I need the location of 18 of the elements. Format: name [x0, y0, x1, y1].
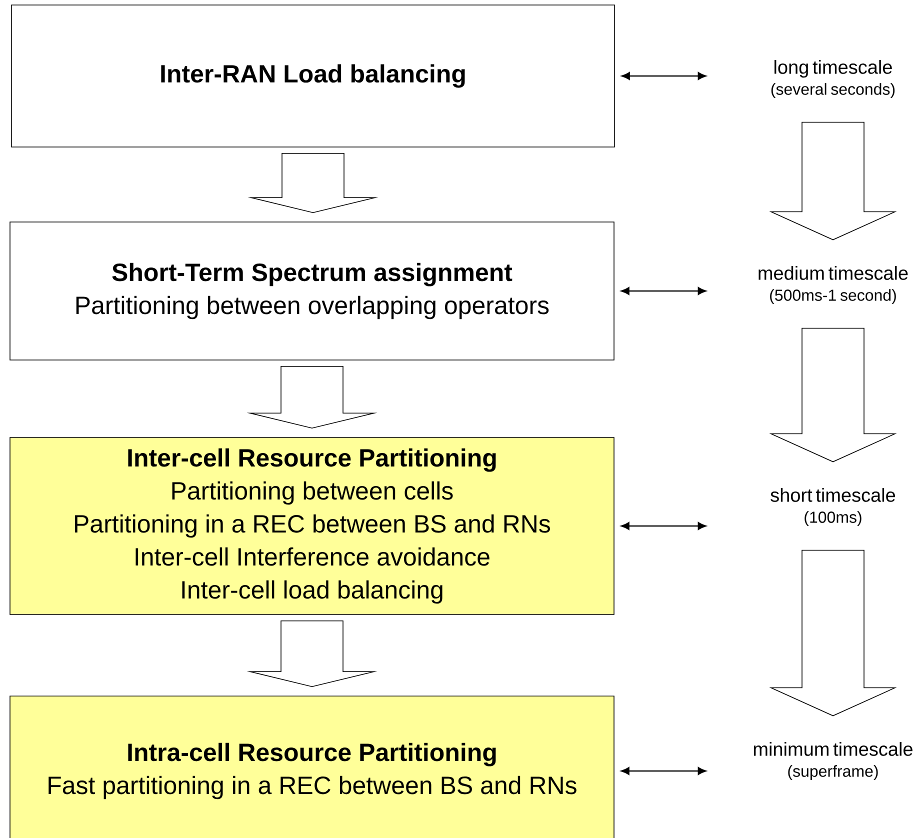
block-arrow	[246, 620, 378, 688]
block-arrow	[769, 122, 897, 240]
process-box: Inter-cell Resource Partitioning Partitioning between cells Partitioning in a REC between BS and RNs Inter-cell Interference avoidance Inter-cell load balancing	[10, 437, 614, 615]
double-arrow	[622, 72, 706, 80]
double-arrow	[621, 522, 706, 530]
block-arrow	[246, 366, 378, 428]
block-arrow	[248, 153, 378, 213]
timescale-label: long timescale (several seconds)	[771, 60, 895, 98]
process-box: Inter-RAN Load balancing	[11, 4, 615, 148]
block-arrow	[769, 328, 897, 462]
process-box: Intra-cell Resource Partitioning Fast partitioning in a REC between BS and RNs	[10, 696, 614, 838]
block-arrow	[769, 550, 897, 716]
timescale-label: medium timescale (500ms-1 second)	[758, 266, 908, 304]
double-arrow	[621, 287, 706, 295]
process-box: Short-Term Spectrum assignment Partitioning between overlapping operators	[10, 222, 614, 360]
timescale-label: short timescale (100ms)	[770, 488, 896, 526]
timescale-label: minimum timescale (superframe)	[754, 742, 912, 780]
double-arrow	[621, 767, 706, 775]
